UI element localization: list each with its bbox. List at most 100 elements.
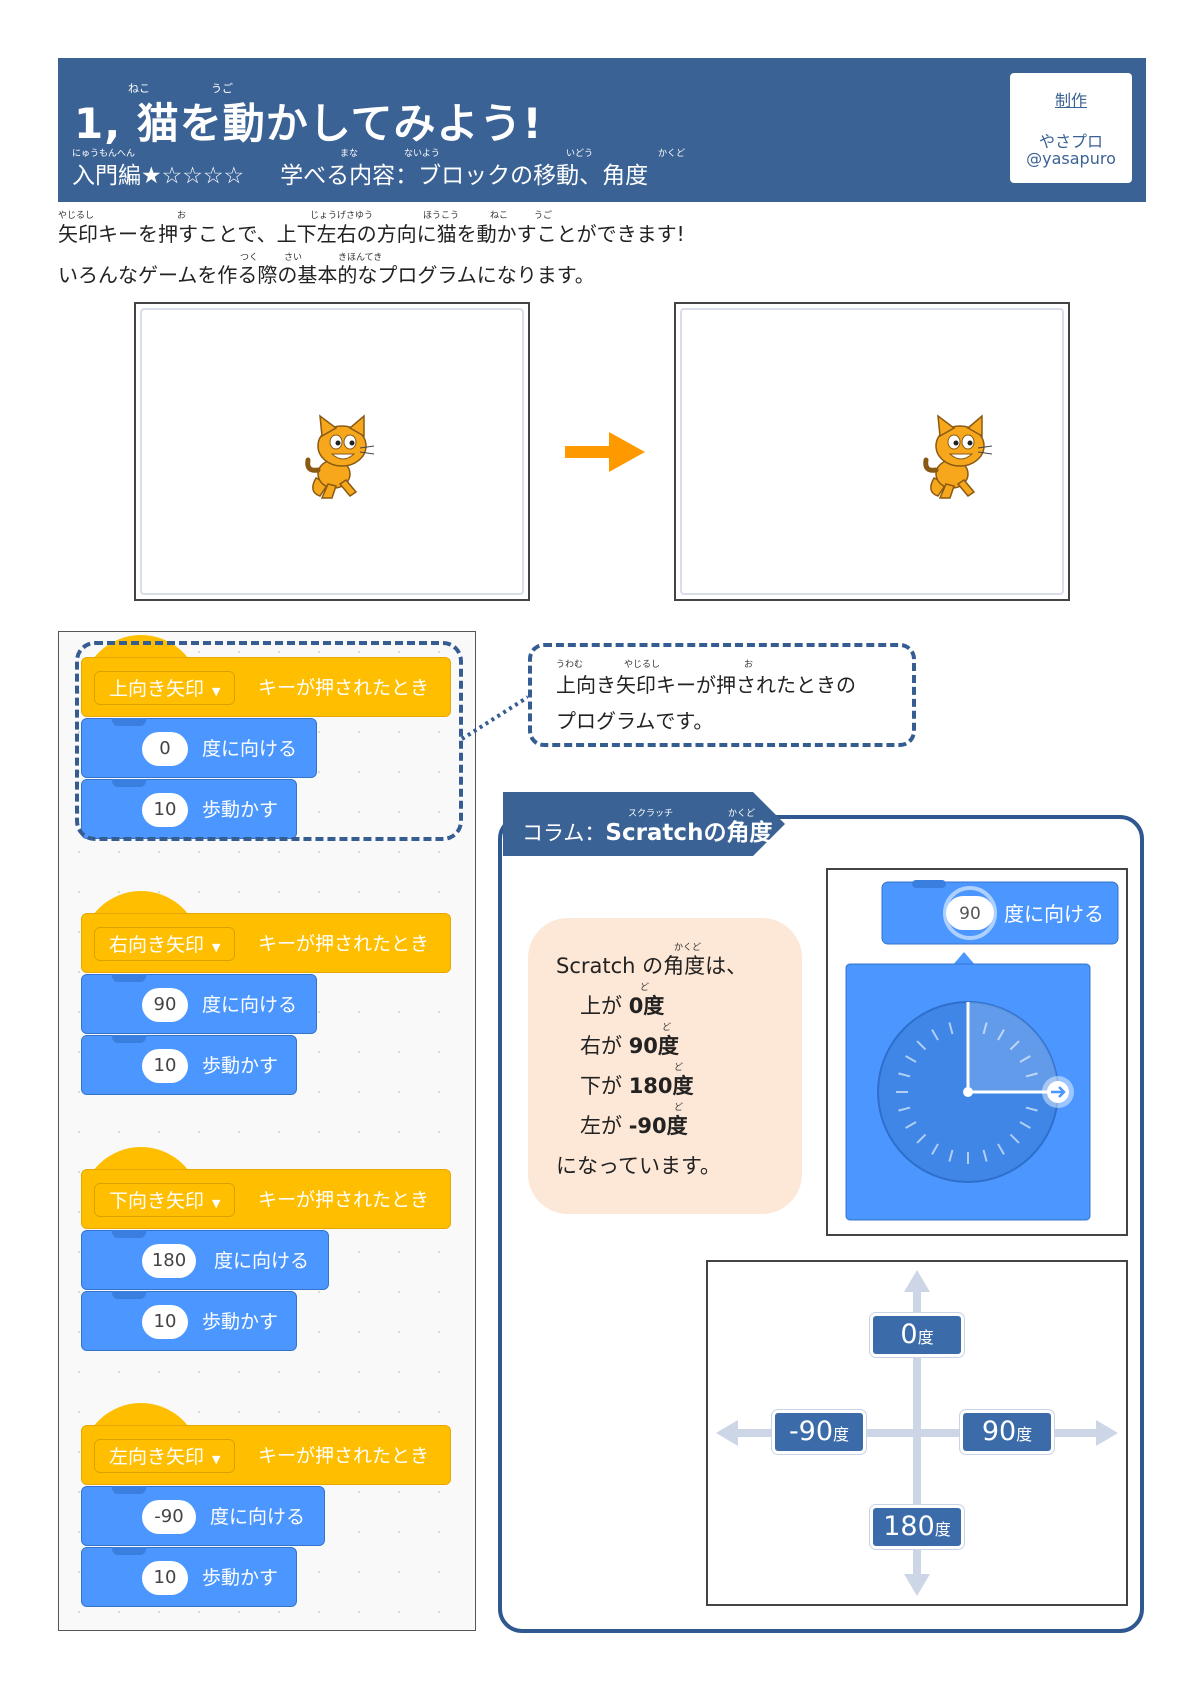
dial-tick xyxy=(1019,1055,1031,1063)
page-title: 1, 猫を動かしてみよう! xyxy=(74,99,543,148)
ruby-naiyou: ないよう xyxy=(404,149,440,159)
angle-input[interactable]: 0 xyxy=(142,732,188,766)
intro-ruby-neko: ねこ xyxy=(490,211,509,221)
callout-box: うわむ やじるし お 上向き矢印キーが押されたときの プログラムです。 xyxy=(528,643,916,747)
direction-dial-screenshot: 90 度に向ける xyxy=(826,868,1128,1236)
dial-block-label: 度に向ける xyxy=(1004,902,1104,926)
credit-handle: @yasapuro xyxy=(1026,149,1116,168)
dial-tick xyxy=(905,1055,917,1063)
angle-input[interactable]: -90 xyxy=(142,1500,196,1534)
note-line-right: 右が 90度 xyxy=(580,1034,679,1058)
intro-ruby-o: お xyxy=(177,211,187,221)
intro-line-1: 矢印キーを押すことで、上下左右の方向に猫を動かすことができます! xyxy=(58,222,685,246)
dial-tick xyxy=(982,1022,988,1035)
direction-tag-left: -90度 xyxy=(772,1410,866,1454)
stage-before xyxy=(134,302,530,601)
dial-handle-icon[interactable] xyxy=(1042,1076,1074,1108)
stage-after xyxy=(674,302,1070,601)
note-line-up: 上が 0度 xyxy=(580,994,665,1018)
ruby-mana: まな xyxy=(340,149,359,159)
steps-input[interactable]: 10 xyxy=(142,1305,188,1339)
dial-tick xyxy=(1009,1133,1020,1144)
event-text: キーが押されたとき xyxy=(258,1189,430,1211)
credit-label: 制作 xyxy=(1054,91,1087,110)
key-dropdown[interactable]: 上向き矢印▼ xyxy=(94,671,236,705)
level-label: 入門編★☆☆☆☆ xyxy=(72,163,245,189)
point-direction-block[interactable]: -90 度に向ける xyxy=(81,1486,325,1546)
dial-tick xyxy=(1025,1106,1038,1112)
header-banner: ねこ うご 1, 猫を動かしてみよう! にゅうもんへん まな ないよう いどう … xyxy=(58,58,1146,202)
note-ruby-do: ど xyxy=(674,1103,684,1113)
point-direction-block[interactable]: 0 度に向ける xyxy=(81,718,317,778)
note-line-down: 下が 180度 xyxy=(580,1074,694,1098)
block-text: 歩動かす xyxy=(202,1055,279,1077)
credit-name: やさプロ xyxy=(1038,132,1103,151)
dial-tick xyxy=(948,1149,954,1162)
dial-tick xyxy=(1019,1121,1031,1129)
event-block-up[interactable]: 上向き矢印▼ キーが押されたとき xyxy=(81,657,451,717)
callout-ruby-yajirushi: やじるし xyxy=(624,660,661,670)
key-dropdown[interactable]: 右向き矢印▼ xyxy=(94,927,236,961)
angle-input[interactable]: 90 xyxy=(142,988,188,1022)
event-block-right[interactable]: 右向き矢印▼ キーが押されたとき xyxy=(81,913,451,973)
steps-input[interactable]: 10 xyxy=(142,1049,188,1083)
event-block-left[interactable]: 左向き矢印▼ キーが押されたとき xyxy=(81,1425,451,1485)
event-text: キーが押されたとき xyxy=(258,677,430,699)
callout-line-2: プログラムです。 xyxy=(556,709,714,733)
column-title: コラム：Scratchの角度 xyxy=(522,820,773,846)
block-text: 歩動かす xyxy=(202,799,279,821)
note-line-1: Scratch の角度は、 xyxy=(556,954,748,978)
move-steps-block[interactable]: 10 歩動かす xyxy=(81,1291,297,1351)
dial-tick xyxy=(931,1143,939,1155)
block-text: 度に向ける xyxy=(202,738,298,760)
dial-tick xyxy=(931,1029,939,1041)
cat-sprite-icon xyxy=(305,414,375,499)
ruby-kakudo: かくど xyxy=(658,149,686,159)
event-block-down[interactable]: 下向き矢印▼ キーが押されたとき xyxy=(81,1169,451,1229)
dial-tick xyxy=(1025,1072,1038,1078)
credit-box: 制作 やさプロ @yasapuro xyxy=(1010,73,1132,183)
point-direction-block[interactable]: 180 度に向ける xyxy=(81,1230,329,1290)
highlight-dashed-box xyxy=(75,641,463,841)
dial-sector xyxy=(968,1002,1058,1092)
title-ruby-neko: ねこ xyxy=(128,82,150,95)
note-line-left: 左が -90度 xyxy=(580,1114,688,1138)
intro-ruby-yajirushi: やじるし xyxy=(58,211,95,221)
dial-tick xyxy=(905,1121,917,1129)
block-text: 度に向ける xyxy=(214,1250,310,1272)
angle-input[interactable]: 180 xyxy=(142,1244,196,1278)
direction-tag-down: 180度 xyxy=(870,1505,964,1549)
dial-tick xyxy=(997,1143,1005,1155)
intro-ruby-houkou: ほうこう xyxy=(423,211,460,221)
intro-ruby-kihonteki: きほんてき xyxy=(338,253,383,263)
title-ruby-ugo: うご xyxy=(211,82,233,95)
dial-tick xyxy=(898,1106,911,1112)
move-steps-block[interactable]: 10 歩動かす xyxy=(81,779,297,839)
intro-ruby-sai: さい xyxy=(284,253,303,263)
dial-tick xyxy=(948,1022,954,1035)
note-ruby-do: ど xyxy=(640,983,650,993)
column-banner xyxy=(503,792,785,856)
block-text: 度に向ける xyxy=(210,1506,306,1528)
angle-note: かくど Scratch の角度は、 ど 上が 0度 ど 右が 90度 ど 下が … xyxy=(528,918,802,1214)
dial-block-value: 90 xyxy=(959,904,981,924)
block-text: 歩動かす xyxy=(202,1567,279,1589)
direction-dial[interactable]: 90 度に向ける xyxy=(828,870,1126,1234)
event-text: キーが押されたとき xyxy=(258,1445,430,1467)
key-dropdown[interactable]: 左向き矢印▼ xyxy=(94,1439,236,1473)
note-ruby-kakudo: かくど xyxy=(674,943,702,953)
block-text: 度に向ける xyxy=(202,994,298,1016)
move-steps-block[interactable]: 10 歩動かす xyxy=(81,1547,297,1607)
key-dropdown[interactable]: 下向き矢印▼ xyxy=(94,1183,236,1217)
intro-ruby-jougesayuu: じょうげさゆう xyxy=(310,211,374,221)
steps-input[interactable]: 10 xyxy=(142,793,188,827)
steps-input[interactable]: 10 xyxy=(142,1561,188,1595)
code-panel: 上向き矢印▼ キーが押されたとき 0 度に向ける 10 歩動かす 右向き矢印▼ … xyxy=(58,631,476,1631)
move-steps-block[interactable]: 10 歩動かす xyxy=(81,1035,297,1095)
callout-ruby-o: お xyxy=(744,660,754,670)
note-ruby-do: ど xyxy=(674,1063,684,1073)
dial-tick xyxy=(982,1149,988,1162)
point-direction-block[interactable]: 90 度に向ける xyxy=(81,974,317,1034)
note-line-end: になっています。 xyxy=(556,1154,721,1178)
dial-tick xyxy=(916,1040,927,1051)
